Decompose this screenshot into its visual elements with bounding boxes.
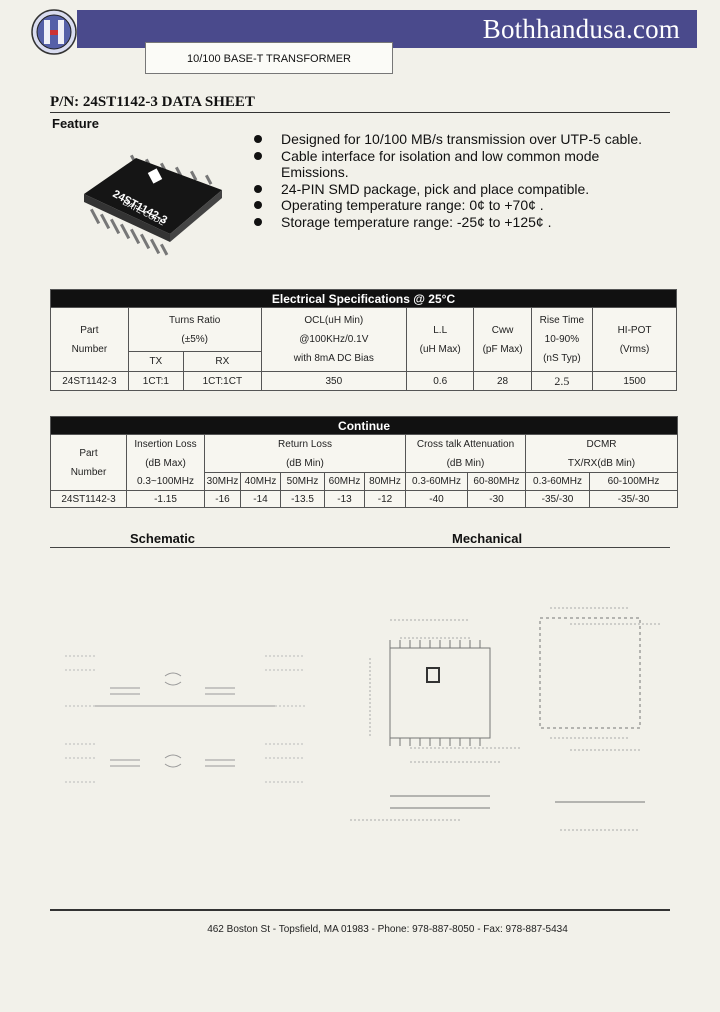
col-rise-unit: (nS Typ)	[543, 353, 581, 364]
feature-item: Storage temperature range: -25¢ to +125¢…	[254, 214, 684, 231]
col-rl-f: 40MHz	[240, 472, 281, 491]
cell-part: 24ST1142-3	[50, 371, 129, 391]
table-row: 24ST1142-3 -1.15 -16 -14 -13.5 -13 -12 -…	[50, 490, 679, 508]
col-insertion-loss: Insertion Loss	[134, 438, 197, 450]
col-rl-f: 50MHz	[280, 472, 325, 491]
cell-hipot: 1500	[592, 371, 677, 391]
col-number: Number	[71, 343, 108, 355]
electrical-spec-title: Electrical Specifications @ 25°C	[50, 289, 677, 308]
table-row: 24ST1142-3 1CT:1 1CT:1CT 350 0.6 28 2.5 …	[50, 371, 677, 391]
footer-divider	[50, 909, 670, 911]
cell-part: 24ST1142-3	[50, 490, 127, 508]
feature-item-continued: Emissions.	[281, 164, 349, 180]
col-cww: Cww	[491, 324, 514, 336]
feature-list: Designed for 10/100 MB/s transmission ov…	[254, 131, 684, 230]
feature-item: Cable interface for isolation and low co…	[254, 148, 684, 165]
col-ocl-bias: with 8mA DC Bias	[293, 353, 374, 364]
col-hipot-unit: (Vrms)	[619, 343, 650, 355]
cell-ll: 0.6	[405, 371, 475, 391]
col-rl-f: 80MHz	[364, 472, 406, 491]
site-name: Bothhandusa.com	[482, 14, 680, 44]
cell-rx: 1CT:1CT	[182, 371, 262, 391]
col-rx: RX	[182, 351, 262, 372]
cell-ocl: 350	[260, 371, 407, 391]
feature-item: Operating temperature range: 0¢ to +70¢ …	[254, 197, 684, 214]
col-rl-f: 60MHz	[324, 472, 365, 491]
cell-rise: 2.5	[530, 371, 594, 391]
col-crosstalk: Cross talk Attenuation	[416, 438, 515, 450]
cell-ct: -40	[405, 490, 468, 508]
col-part: Part	[79, 447, 98, 459]
feature-item: 24-PIN SMD package, pick and place compa…	[254, 181, 684, 198]
col-tx: TX	[127, 351, 184, 372]
continue-title: Continue	[49, 416, 679, 435]
col-ocl: OCL(uH Min)	[304, 315, 364, 326]
col-ll: L.L	[433, 324, 448, 336]
col-turns-tol: (±5%)	[181, 333, 209, 345]
col-dcmr: DCMR	[586, 438, 617, 450]
col-rl-f: 30MHz	[204, 472, 241, 491]
col-turns-ratio: Turns Ratio	[169, 314, 221, 326]
company-logo-icon	[31, 9, 77, 55]
cell-dc: -35/-30	[525, 490, 590, 508]
col-rl-unit: (dB Min)	[286, 457, 324, 469]
company-address: 462 Boston St - Topsfield, MA 01983 - Ph…	[207, 924, 568, 935]
feature-item: Designed for 10/100 MB/s transmission ov…	[254, 131, 684, 148]
mechanical-heading: Mechanical	[452, 531, 523, 546]
col-rise-range: 10-90%	[544, 334, 580, 345]
schematic-diagram	[65, 655, 305, 783]
col-rise: Rise Time	[539, 315, 585, 326]
cell-rl: -12	[364, 490, 406, 508]
mechanical-drawing	[350, 607, 660, 831]
cell-cww: 28	[473, 371, 532, 391]
col-number: Number	[70, 466, 107, 478]
cell-rl: -16	[204, 490, 241, 508]
section-divider	[50, 547, 670, 548]
cell-dc: -35/-30	[588, 490, 679, 508]
datasheet-title: P/N: 24ST1142-3 DATA SHEET	[50, 94, 255, 110]
chip-package-image: 24ST1142-3 DATE CODE	[84, 154, 222, 256]
schematic-heading: Schematic	[130, 531, 196, 546]
col-dc-f: 60-100MHz	[588, 472, 679, 491]
col-dc-f: 0.3-60MHz	[525, 472, 590, 491]
cell-tx: 1CT:1	[127, 371, 184, 391]
col-return-loss: Return Loss	[278, 438, 332, 450]
cell-rl: -14	[240, 490, 281, 508]
col-ll-unit: (uH Max)	[419, 343, 461, 355]
col-il-unit: (dB Max)	[145, 457, 186, 469]
col-ct-f: 0.3-60MHz	[405, 472, 468, 491]
col-part: Part	[80, 324, 99, 336]
cell-rl: -13	[324, 490, 365, 508]
col-ct-f: 60-80MHz	[467, 472, 526, 491]
feature-heading: Feature	[52, 116, 99, 131]
header-banner	[77, 10, 697, 48]
col-cww-unit: (pF Max)	[482, 343, 523, 355]
cell-ct: -30	[467, 490, 526, 508]
col-ocl-cond: @100KHz/0.1V	[299, 334, 369, 345]
col-il-range: 0.3~100MHz	[126, 472, 205, 491]
col-dcmr-unit: TX/RX(dB Min)	[567, 457, 636, 469]
product-subtitle: 10/100 BASE-T TRANSFORMER	[145, 42, 393, 74]
cell-il: -1.15	[126, 490, 205, 508]
col-ct-unit: (dB Min)	[446, 457, 485, 469]
title-divider	[50, 112, 670, 113]
cell-rl: -13.5	[280, 490, 325, 508]
col-hipot: HI-POT	[617, 324, 652, 336]
